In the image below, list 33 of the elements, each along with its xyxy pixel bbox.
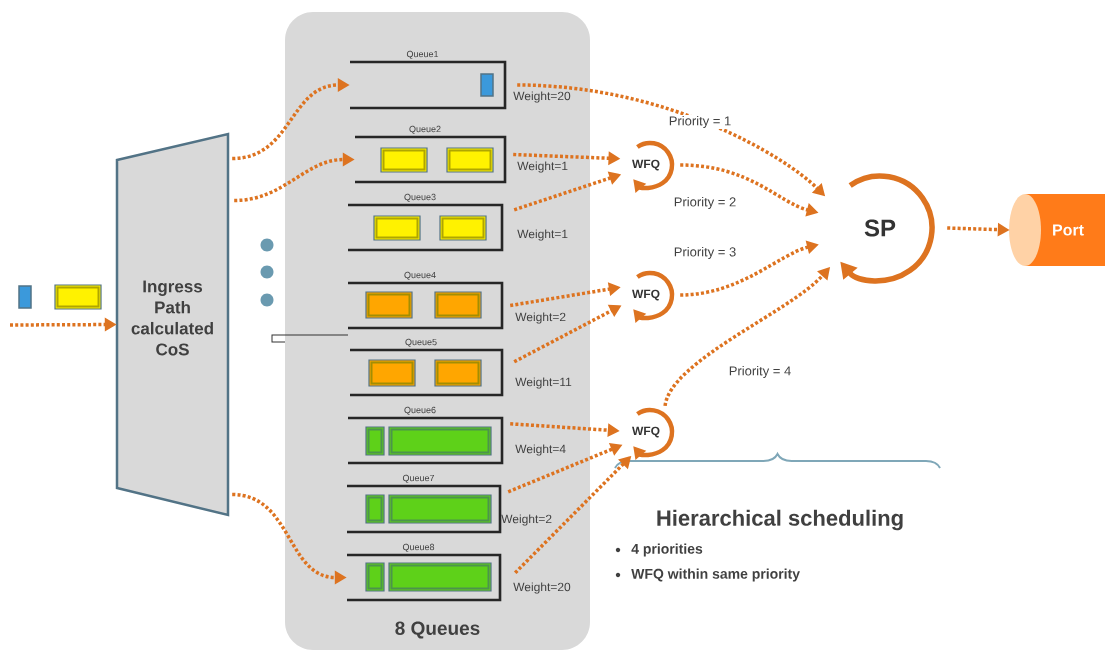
weight-label: Weight=20 — [513, 582, 571, 594]
weight-label: Weight=4 — [515, 444, 566, 456]
queue-label: Queue5 — [405, 338, 437, 347]
queue-label: Queue2 — [409, 125, 441, 134]
weight-label: Weight=2 — [515, 312, 566, 324]
node-label: WFQ — [632, 159, 660, 171]
node-label: SP — [864, 219, 896, 237]
edge-label: Priority = 2 — [672, 195, 738, 211]
weight-label: Weight=11 — [515, 377, 572, 389]
wfq-ring: WFQ — [632, 270, 675, 323]
wfq-ring: WFQ — [632, 140, 675, 193]
weight-label: Weight=1 — [517, 229, 568, 241]
ingress-trapezoid: Ingress Path calculated CoS — [115, 132, 230, 517]
wfq-ring: WFQ — [632, 407, 675, 460]
queue-label: Queue4 — [404, 271, 436, 280]
queue-label: Queue6 — [404, 406, 436, 415]
edge-label: Priority = 4 — [727, 364, 793, 380]
bullet-text: WFQ within same priority — [631, 568, 800, 582]
sp-ring: SP — [840, 173, 935, 284]
heading: Hierarchical scheduling — [657, 509, 903, 531]
queue-label: Queue1 — [406, 50, 439, 59]
weight-label: Weight=2 — [501, 514, 552, 526]
node-label: WFQ — [632, 426, 660, 438]
bullet-text: 4 priorities — [631, 543, 703, 557]
weight-label: Weight=1 — [517, 161, 568, 173]
queue-label: Queue8 — [402, 543, 435, 552]
queue-label: Queue3 — [404, 193, 436, 202]
port-cylinder: Port — [1009, 194, 1105, 266]
edge-label: Priority = 3 — [672, 245, 738, 261]
edge-label: Priority = 1 — [667, 114, 733, 130]
node-label: WFQ — [632, 289, 660, 301]
queue-label: Queue7 — [402, 474, 435, 483]
weight-label: Weight=20 — [513, 91, 571, 103]
